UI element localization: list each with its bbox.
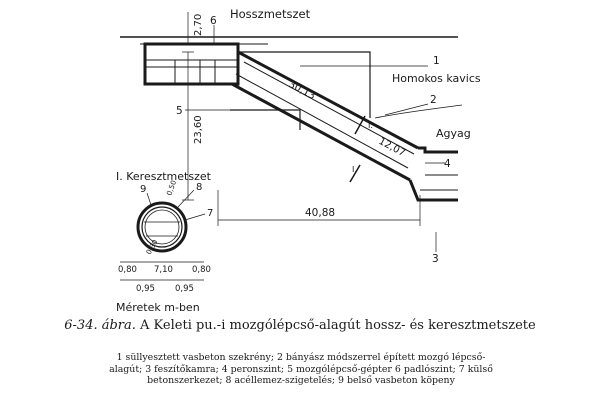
cs-dim-left: 0,80 [118, 265, 137, 275]
section-mark-upper: I. [368, 121, 373, 130]
cs-dim-right: 0,80 [192, 265, 211, 275]
callout-6: 6 [210, 15, 217, 27]
cs-dim-bottom-right: 0,95 [175, 284, 194, 294]
callout-3: 3 [432, 253, 439, 265]
dim-incline-upper: 30,13 [287, 79, 317, 102]
callout-leaders [185, 25, 445, 252]
callout-2: 2 [430, 94, 437, 106]
escalator-tunnel [231, 50, 419, 183]
section-mark-lower: I. [352, 165, 357, 174]
soil-boundary [374, 104, 463, 119]
cross-section-leaders [120, 189, 206, 281]
lower-chamber [408, 146, 458, 202]
callout-5: 5 [176, 105, 183, 117]
figure-legend: 1 süllyesztett vasbeton szekrény; 2 bány… [109, 352, 493, 386]
figure-title: 6-34. ábra. A Keleti pu.-i mozgólépcső-a… [0, 318, 600, 334]
callout-8: 8 [196, 182, 202, 193]
cross-section-label: I. Keresztmetszet [116, 170, 212, 183]
dim-top-height: 2,70 [193, 14, 204, 36]
cross-section-ring [136, 201, 188, 253]
units-note: Méretek m-ben [116, 301, 200, 314]
vertical-dimensions [182, 12, 194, 201]
soil-label-clay: Agyag [436, 127, 471, 140]
figure-title-text: A Keleti pu.-i mozgólépcső-alagút hossz-… [135, 318, 536, 333]
callout-7: 7 [207, 208, 213, 219]
upper-hall-outline [230, 51, 371, 130]
figure-number: 6-34. ábra. [64, 318, 136, 333]
tunnel-section-drawing: Hosszmetszet [116, 7, 481, 314]
callout-9: 9 [140, 184, 146, 195]
dim-shaft-height: 23,60 [193, 115, 204, 144]
cs-dim-mid: 7,10 [154, 265, 173, 275]
callout-4: 4 [444, 158, 451, 170]
longitudinal-section-label: Hosszmetszet [230, 7, 311, 21]
horizontal-dimension [217, 190, 421, 226]
callout-1: 1 [433, 55, 440, 67]
soil-label-sandy-gravel: Homokos kavics [392, 72, 481, 85]
sunk-concrete-box [140, 42, 268, 86]
cs-dim-bottom-left: 0,95 [136, 284, 155, 294]
dim-horizontal-length: 40,88 [305, 207, 335, 219]
